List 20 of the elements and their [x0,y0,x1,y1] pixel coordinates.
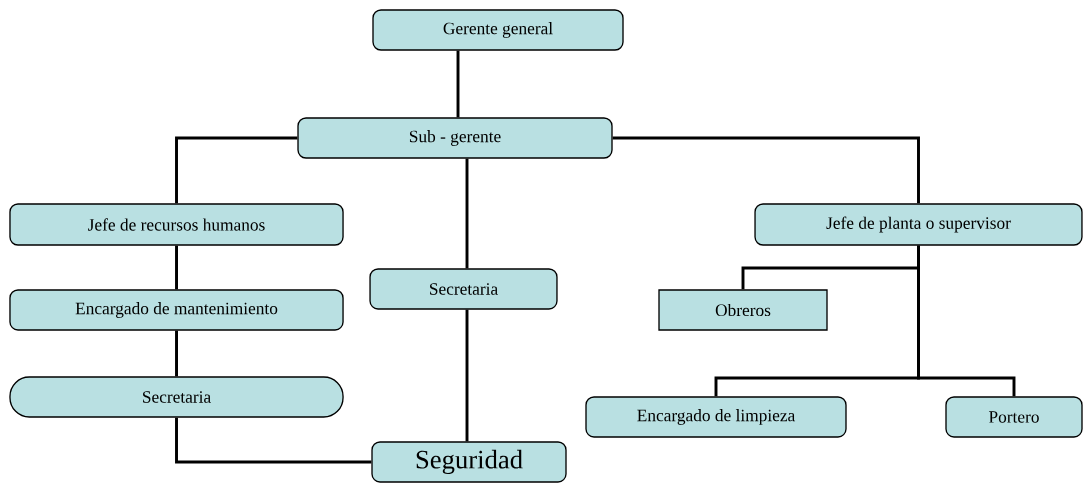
connector-line [175,136,298,204]
position-box: Portero [945,396,1083,438]
connector-line [465,309,469,442]
position-box: Jefe de recursos humanos [9,203,344,246]
position-box: Encargado de mantenimiento [9,289,344,331]
position-box: Secretaria [9,376,344,418]
position-box: Sub - gerente [297,117,613,159]
connector-line [175,245,178,290]
connector-line [456,50,460,118]
position-box: Jefe de planta o supervisor [754,203,1083,246]
connector-line [917,245,1016,397]
position-box: Secretaria [369,268,558,310]
position-box: Encargado de limpieza [585,396,847,438]
connector-line [175,417,372,464]
position-box: Gerente general [372,9,624,51]
connector-line [612,136,920,204]
position-box: Obreros [658,289,828,331]
connector-line [465,158,469,269]
position-box: Seguridad [371,441,567,483]
connector-line [175,330,178,377]
